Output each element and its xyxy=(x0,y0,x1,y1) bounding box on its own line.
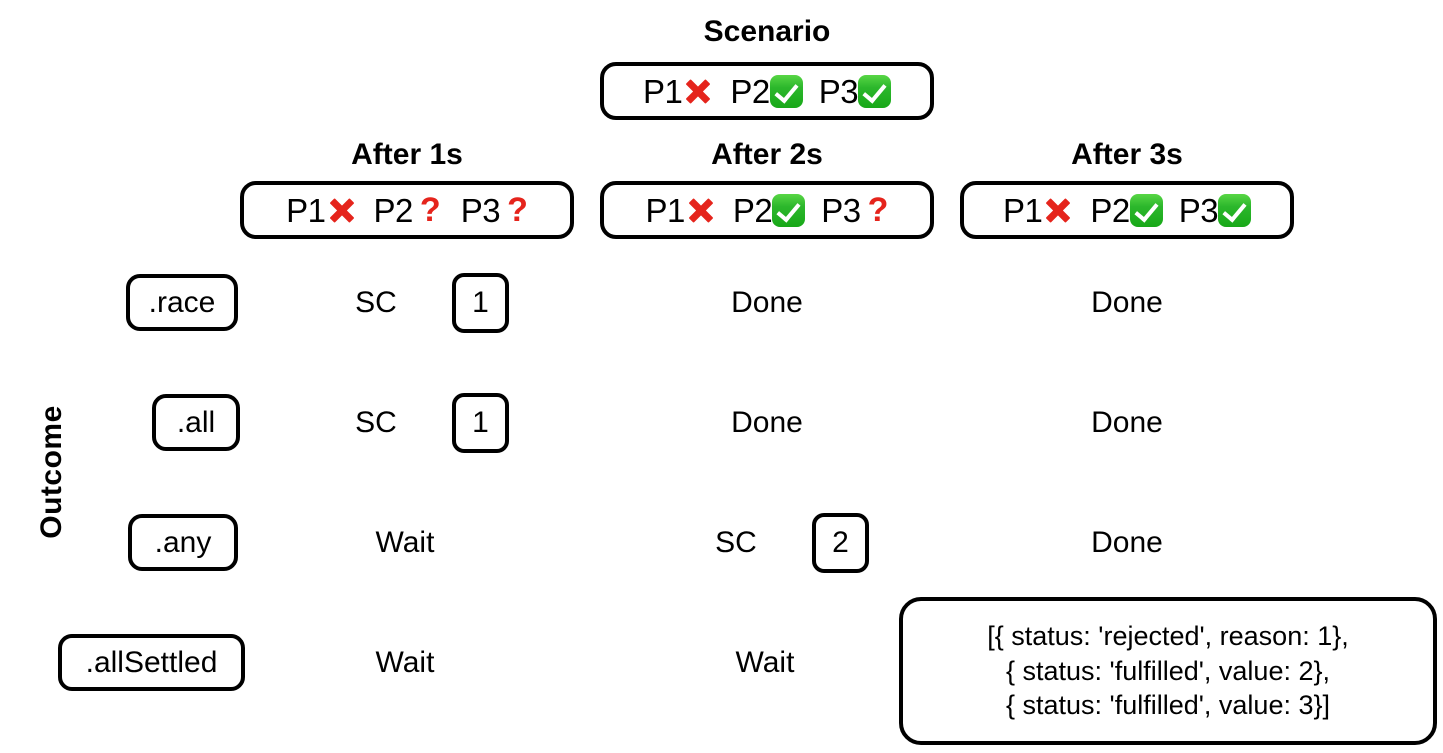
red-x-icon xyxy=(326,194,358,226)
promise-list-after-1s: P1 P2 ? P3 ? xyxy=(286,193,528,227)
state-box-after-1s: P1 P2 ? P3 ? xyxy=(240,181,574,239)
promise-label: P1 xyxy=(286,191,326,229)
cell-allsettled-after-3s-result: [{ status: 'rejected', reason: 1}, { sta… xyxy=(899,597,1437,745)
promise-label: P2 xyxy=(732,191,773,229)
promise-list-after-2s: P1 P2 P3 ? xyxy=(646,193,889,227)
promise-label: P1 xyxy=(642,72,683,110)
promise-label: P1 xyxy=(1002,191,1043,229)
state-box-after-3s: P1 P2 P3 xyxy=(960,181,1294,239)
scenario-heading: Scenario xyxy=(703,15,831,48)
cell-race-after-2s: Done xyxy=(731,286,803,319)
row-label-any[interactable]: .any xyxy=(128,514,238,571)
cell-all-after-2s: Done xyxy=(731,406,803,439)
scenario-state-box: P1 P2 P3 xyxy=(600,62,934,120)
cell-race-after-1s-status: SC xyxy=(355,286,397,319)
cell-all-after-1s-status: SC xyxy=(355,406,397,439)
cell-all-after-1s-value: 1 xyxy=(452,393,509,453)
value-text: 1 xyxy=(472,406,489,439)
red-question-icon: ? xyxy=(419,191,441,229)
cell-any-after-2s-value: 2 xyxy=(812,513,869,573)
promise-label: P3 xyxy=(821,191,861,229)
method-name: .any xyxy=(154,525,212,559)
result-line: { status: 'fulfilled', value: 3}] xyxy=(1006,690,1330,721)
scenario-promise-list: P1 P2 P3 xyxy=(642,72,892,110)
cell-allsettled-after-1s: Wait xyxy=(375,646,435,679)
result-line: { status: 'fulfilled', value: 2}, xyxy=(1006,655,1330,686)
cell-any-after-2s-status: SC xyxy=(715,526,757,559)
promise-label: P1 xyxy=(645,191,686,229)
cell-race-after-3s: Done xyxy=(1091,286,1163,319)
method-name: .allSettled xyxy=(85,645,218,679)
green-check-icon xyxy=(858,74,892,108)
green-check-icon xyxy=(769,74,803,108)
red-x-icon xyxy=(685,194,717,226)
cell-all-after-3s: Done xyxy=(1091,406,1163,439)
value-text: 2 xyxy=(832,526,849,559)
cell-any-after-3s: Done xyxy=(1091,526,1163,559)
promise-list-after-3s: P1 P2 P3 xyxy=(1002,191,1252,229)
method-name: .all xyxy=(176,405,216,439)
outcome-axis-label: Outcome xyxy=(35,405,68,539)
row-label-all[interactable]: .all xyxy=(152,394,240,451)
cell-any-after-1s: Wait xyxy=(375,526,435,559)
promise-label: P2 xyxy=(730,72,770,110)
method-name: .race xyxy=(148,285,216,319)
cell-allsettled-after-2s: Wait xyxy=(735,646,795,679)
value-text: 1 xyxy=(472,286,489,319)
column-heading-after-3s: After 3s xyxy=(1071,138,1183,171)
cell-race-after-1s-value: 1 xyxy=(452,273,509,333)
green-check-icon xyxy=(1218,193,1252,227)
row-label-race[interactable]: .race xyxy=(126,274,238,331)
red-x-icon xyxy=(1042,194,1074,226)
promise-label: P3 xyxy=(818,72,859,110)
promise-label: P3 xyxy=(460,191,501,229)
green-check-icon xyxy=(1129,193,1163,227)
promise-label: P2 xyxy=(373,191,414,229)
red-question-icon: ? xyxy=(507,191,528,229)
red-question-icon: ? xyxy=(867,191,889,229)
red-x-icon xyxy=(682,75,714,107)
green-check-icon xyxy=(772,193,806,227)
column-heading-after-1s: After 1s xyxy=(351,138,463,171)
row-label-allsettled[interactable]: .allSettled xyxy=(58,634,245,691)
promise-label: P2 xyxy=(1090,191,1130,229)
result-line: [{ status: 'rejected', reason: 1}, xyxy=(987,621,1349,652)
promise-label: P3 xyxy=(1178,191,1219,229)
state-box-after-2s: P1 P2 P3 ? xyxy=(600,181,934,239)
column-heading-after-2s: After 2s xyxy=(711,138,823,171)
